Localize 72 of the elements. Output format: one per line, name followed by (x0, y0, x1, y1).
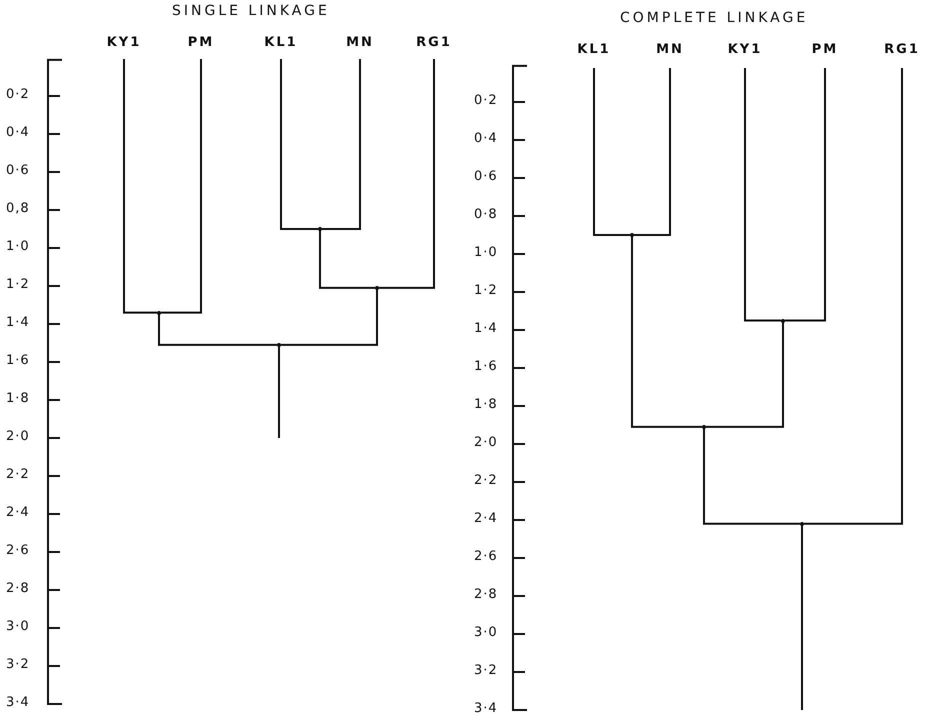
tick-label: 2·4 (6, 505, 30, 520)
branch-point (318, 227, 322, 231)
leaf-label: KL1 (264, 36, 298, 50)
tick-label: 1·6 (474, 359, 498, 374)
tick-label: 2·6 (474, 549, 498, 564)
tick-label: 1·0 (474, 245, 498, 260)
tick-label: 3·0 (474, 625, 498, 640)
tick-label: 2·8 (6, 581, 30, 596)
tick-label: 2·0 (6, 429, 30, 444)
leaf-label: MN (656, 43, 684, 57)
branch-point (781, 318, 785, 322)
tick-label: 1·2 (6, 277, 30, 292)
tick-label: 2·2 (6, 467, 30, 482)
dendrogram-branch (706, 320, 784, 428)
tick-label: 0·8 (474, 207, 498, 222)
leaf-label: RG1 (884, 43, 920, 57)
tick-label: 2·0 (474, 435, 498, 450)
dendrogram-branch (804, 68, 903, 525)
leaf-label: KY1 (106, 36, 142, 50)
dendrogram-branch (593, 68, 630, 236)
tick-label: 3·4 (474, 701, 498, 716)
tick-label: 0·2 (474, 93, 498, 108)
dendrogram-branch (319, 229, 375, 289)
leaf-label: RG1 (416, 36, 452, 50)
dendrogram-branch (634, 68, 671, 236)
dendrogram-branch (280, 59, 318, 230)
dendrogram-branch (281, 288, 378, 346)
tick-label: 0·6 (6, 163, 30, 178)
tick-label: 2·6 (6, 543, 30, 558)
dendrogram-branch (744, 68, 781, 322)
branch-point (702, 424, 706, 429)
tick-label: 0·2 (6, 87, 30, 102)
tick-label: 3·4 (6, 695, 30, 710)
tick-label: 1·8 (474, 397, 498, 412)
branch-point (800, 522, 804, 526)
dendrogram-branch (123, 59, 157, 314)
dendrogram-branch (785, 68, 826, 322)
branch-point (630, 233, 634, 237)
tick-label: 1·4 (474, 321, 498, 336)
dendrogram-branch (158, 312, 277, 346)
tick-label: 3·2 (6, 657, 30, 672)
leaf-label: KL1 (577, 43, 611, 57)
tick-label: 1·8 (6, 391, 30, 406)
tick-label: 2·8 (474, 587, 498, 602)
tick-label: 0·6 (474, 169, 498, 184)
dendrogram-branch (379, 59, 435, 289)
tick-label: 1·6 (6, 353, 30, 368)
tick-label: 2·2 (474, 473, 498, 488)
branch-point (157, 310, 161, 315)
dendrogram-branch (278, 346, 280, 438)
tick-label: 0·4 (6, 125, 30, 140)
branch-point (277, 342, 281, 347)
tick-label: 1·0 (6, 239, 30, 254)
tick-label: 1·2 (474, 283, 498, 298)
leaf-label: PM (812, 43, 838, 57)
tick-label: 1·4 (6, 315, 30, 330)
dendrogram-branch (631, 235, 702, 428)
leaf-label: KY1 (728, 43, 762, 57)
branch-point (375, 286, 379, 290)
chart-title: COMPLETE LINKAGE (620, 10, 808, 26)
dendrogram-branch (161, 59, 202, 314)
dendrogram-branch (322, 59, 361, 230)
dendrogram-branch (703, 426, 800, 525)
tick-label: 3·0 (6, 619, 30, 634)
dendrogram-branch (801, 526, 803, 710)
chart-title: SINGLE LINKAGE (172, 3, 330, 19)
leaf-label: MN (346, 36, 374, 50)
leaf-label: PM (188, 36, 214, 50)
tick-label: 0,8 (6, 201, 30, 216)
tick-label: 3·2 (474, 663, 498, 678)
tick-label: 0·4 (474, 131, 498, 146)
tick-label: 2·4 (474, 511, 498, 526)
